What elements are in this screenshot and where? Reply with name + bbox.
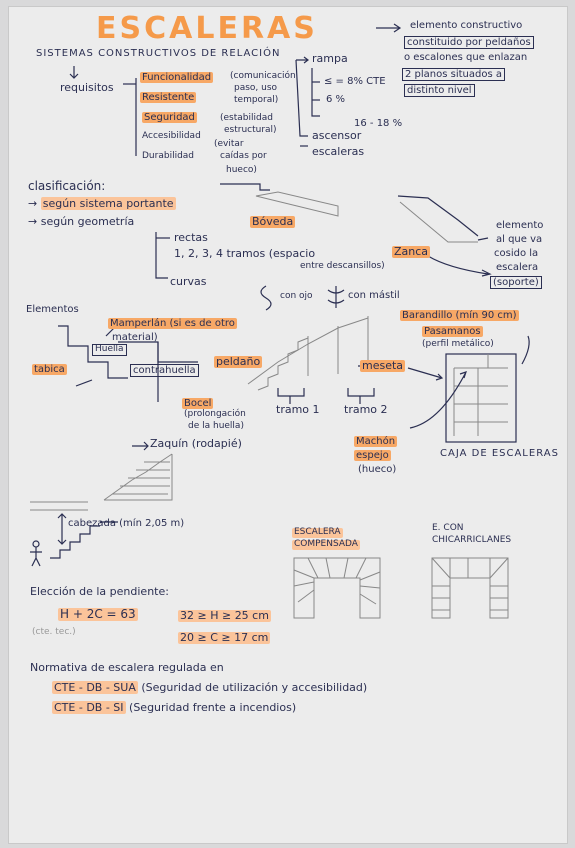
systems-lift: ascensor [312,129,362,142]
norms-line-1: CTE - DB - SUA (Seguridad de utilización… [52,681,368,694]
req-safety: Seguridad [142,112,197,123]
class-straight: rectas [174,231,208,244]
norms-line-2: CTE - DB - SI (Seguridad frente a incend… [52,701,297,714]
type-chicarriclanes-1: E. CON [432,523,464,533]
definition-line-4: 2 planos situados a [402,68,505,81]
zanca-note-3: cosido la [494,248,539,259]
el-machon: Machón [354,436,398,447]
systems-ramp: rampa [312,52,348,65]
el-pasamanos: Pasamanos [422,326,483,337]
req-resistant: Resistente [140,92,197,103]
class-by-system-text: según sistema portante [40,197,176,210]
el-pasamanos-note: (perfil metálico) [422,339,494,349]
norms-heading: Normativa de escalera regulada en [30,661,224,674]
el-barandilla: Barandillo (mín 90 cm) [400,310,519,321]
slope-rule-2: 20 ≥ C ≥ 17 cm [178,631,271,645]
definition-line-1: elemento constructivo [410,20,523,31]
req-note-2: paso, uso [234,83,278,93]
el-tramo-2: tramo 2 [344,403,388,416]
zanca-note-1: elemento [496,220,544,231]
req-functionality: Funcionalidad [140,72,214,83]
req-note-3: temporal) [234,95,279,105]
sketches [30,23,530,619]
el-peldano: peldaño [214,355,263,369]
classification-heading: clasificación: [28,179,106,193]
el-cabezada: cabezada (mín 2,05 m) [68,518,185,529]
el-tramo-1: tramo 1 [276,403,320,416]
slope-heading: Elección de la pendiente: [30,585,169,598]
class-with-newel: con mástil [348,290,400,301]
systems-stairs: escaleras [312,145,365,158]
ramp-value-2: 6 % [326,94,346,105]
req-note-6: (evitar [214,139,244,149]
norms-code-2: CTE - DB - SI [52,701,126,714]
class-by-system: → según sistema portante [28,197,176,210]
req-note-7: caídas por [220,151,267,161]
ramp-value-1: ≤ = 8% CTE [324,76,386,87]
req-note-8: hueco) [226,165,257,175]
slope-rule-1: 32 ≥ H ≥ 25 cm [178,609,271,623]
ramp-value-3: 16 - 18 % [354,118,403,129]
el-hueco: (hueco) [358,464,397,475]
el-caja: CAJA DE ESCALERAS [440,448,559,459]
class-with-core: con ojo [280,291,313,301]
el-bocel: Bocel [182,398,214,409]
req-note-1: (comunicación [230,71,296,81]
class-by-geometry: → según geometría [28,215,135,228]
page-title: ESCALERAS [96,11,318,46]
class-curved: curvas [170,275,207,288]
class-zanca: Zanca [392,245,431,259]
el-mamperlan-text: Mamperlán (si es de otro [108,318,237,329]
norms-text-2: (Seguridad frente a incendios) [129,701,297,714]
el-mamperlan-2: material) [112,332,158,343]
el-mamperlan: Mamperlán (si es de otro [108,318,237,329]
el-bocel-note-1: (prolongación [184,409,246,419]
type-compensada-2: COMPENSADA [292,539,360,550]
norms-code-1: CTE - DB - SUA [52,681,138,694]
class-vault: Bóveda [250,215,296,229]
elements-heading: Elementos [26,304,79,315]
definition-line-5: distinto nivel [404,84,475,97]
class-by-geometry-text: según geometría [40,215,135,228]
req-durability: Durabilidad [142,151,195,161]
type-compensada-1: ESCALERA [292,527,343,538]
class-flights-2: entre descansillos) [300,261,385,271]
req-note-4: (estabilidad [220,113,273,123]
zanca-note-5: (soporte) [490,276,542,289]
req-note-5: estructural) [224,125,277,135]
requirements-label: requisitos [60,81,114,94]
slope-formula: H + 2C = 63 [58,607,138,622]
zanca-note-4: escalera [496,262,539,273]
el-espejo: espejo [354,450,391,461]
type-chicarriclanes-2: CHICARRICLANES [432,535,512,545]
definition-line-3: o escalones que enlazan [404,52,528,63]
norms-text-1: (Seguridad de utilización y accesibilida… [141,681,368,694]
el-bocel-note-2: de la huella) [188,421,244,431]
el-zaquin: Zaquín (rodapié) [150,437,242,450]
systems-heading: SISTEMAS CONSTRUCTIVOS DE RELACIÓN [36,48,281,59]
el-tabica: tabica [32,364,67,375]
el-contrahuella: contrahuella [130,364,199,377]
notebook-page: ESCALERAS elemento constructivo constitu… [8,6,568,844]
zanca-note-2: al que va [496,234,543,245]
definition-line-2: constituido por peldaños [404,36,534,49]
el-huella: Huella [92,344,127,356]
class-flights: 1, 2, 3, 4 tramos (espacio [174,247,316,260]
el-meseta: meseta [360,359,406,373]
slope-note: (cte. tec.) [32,627,76,637]
req-accessibility: Accesibilidad [142,131,201,141]
